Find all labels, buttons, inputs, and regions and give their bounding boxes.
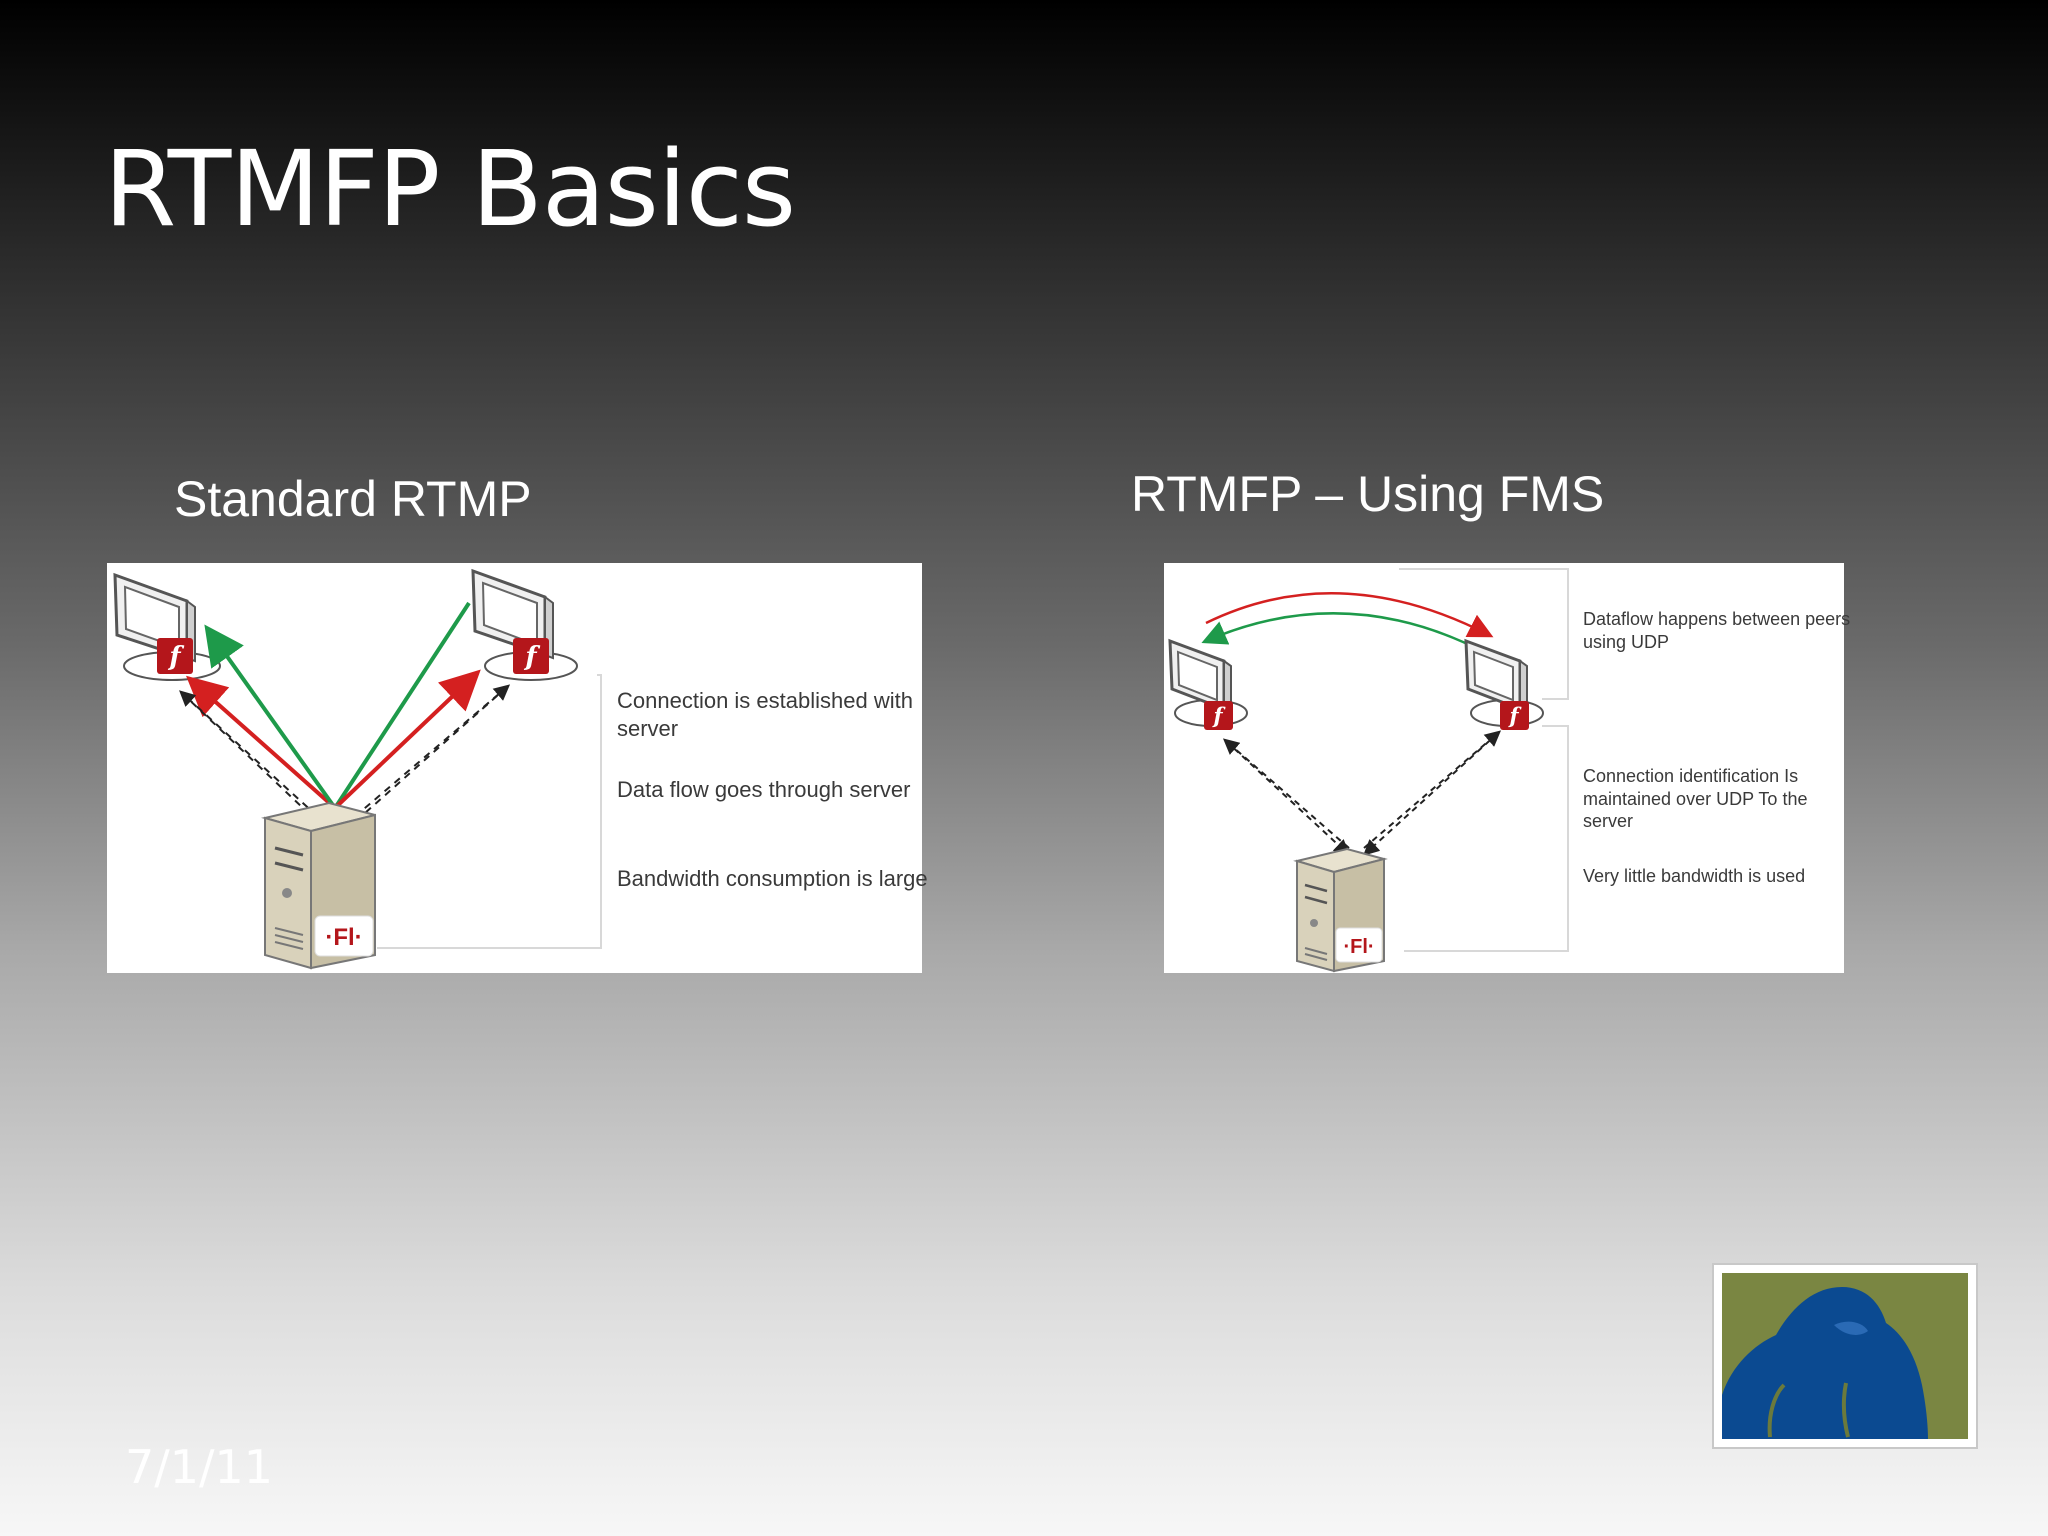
udp-connection-right-back bbox=[1363, 732, 1499, 856]
flash-player-icon: f bbox=[1204, 701, 1233, 730]
peer-dataflow-arc-red bbox=[1205, 592, 1494, 638]
flash-player-icon: f bbox=[513, 638, 549, 674]
note-connection-identification: Connection identification Is maintained … bbox=[1583, 766, 1808, 831]
flash-server-badge: ·Fl· bbox=[1335, 927, 1383, 963]
connection-arrow-left bbox=[179, 690, 328, 826]
gorilla-logo-icon bbox=[1712, 1263, 1978, 1449]
note-data-flow-server: Data flow goes through server bbox=[617, 777, 911, 802]
rtmfp-fms-graphic: f f bbox=[1168, 568, 1569, 973]
svg-text:f: f bbox=[523, 642, 540, 672]
note-peer-dataflow-udp: Dataflow happens between peers using UDP bbox=[1583, 609, 1851, 652]
server-tower-icon bbox=[261, 801, 376, 970]
notes-bracket-top bbox=[1399, 568, 1569, 700]
flash-player-icon: f bbox=[1500, 701, 1529, 730]
note-bandwidth-large: Bandwidth consumption is large bbox=[617, 866, 928, 891]
connection-arrow-right-back bbox=[344, 686, 508, 832]
svg-text:·Fl·: ·Fl· bbox=[1343, 936, 1374, 958]
flash-server-badge: ·Fl· bbox=[314, 915, 374, 957]
notes-bracket-bottom bbox=[1404, 725, 1569, 952]
client-left: f bbox=[113, 572, 221, 681]
client-right: f bbox=[471, 568, 578, 681]
rtmfp-fms-caption: RTMFP – Using FMS bbox=[1131, 466, 1605, 522]
data-flow-arrow-green-right bbox=[333, 601, 471, 810]
note-connection-established: Connection is established with server bbox=[617, 688, 913, 741]
data-flow-arrow-red-right bbox=[333, 669, 481, 810]
note-little-bandwidth: Very little bandwidth is used bbox=[1583, 866, 1806, 886]
udp-connection-right bbox=[1363, 730, 1502, 849]
connection-arrow-right bbox=[344, 684, 511, 826]
standard-rtmp-caption: Standard RTMP bbox=[174, 471, 532, 527]
svg-text:f: f bbox=[167, 642, 184, 672]
notes-bracket bbox=[377, 674, 602, 949]
udp-connection-left-back bbox=[1225, 740, 1350, 856]
data-flow-arrow-red-left bbox=[186, 675, 337, 810]
standard-rtmp-graphic: f f bbox=[113, 568, 602, 970]
svg-text:·Fl·: ·Fl· bbox=[325, 924, 362, 951]
peer-right: f bbox=[1464, 638, 1544, 730]
rtmfp-fms-diagram: f f bbox=[1164, 563, 1850, 973]
peer-dataflow-arc-green bbox=[1201, 612, 1483, 653]
flash-player-icon: f bbox=[157, 638, 193, 674]
peer-left: f bbox=[1168, 638, 1248, 730]
slide-date: 7/1/11 bbox=[125, 1440, 274, 1494]
slide-title: RTMFP Basics bbox=[104, 128, 796, 250]
connection-arrow-left-back bbox=[181, 692, 328, 832]
standard-rtmp-diagram: f f bbox=[107, 563, 928, 973]
data-flow-arrow-green-left bbox=[204, 624, 337, 810]
monitor-icon bbox=[471, 568, 578, 681]
